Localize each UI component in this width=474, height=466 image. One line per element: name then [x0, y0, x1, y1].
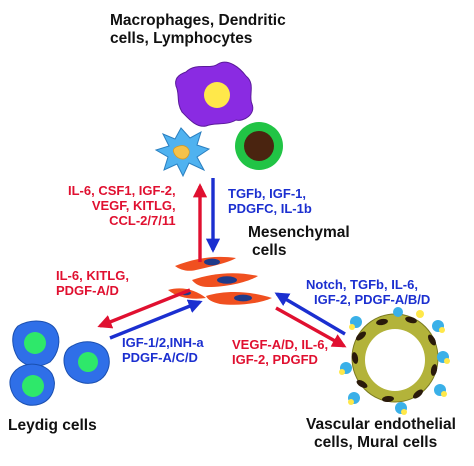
leydig-cells: [9, 320, 110, 406]
factors-from-immune-line1: TGFb, IGF-1,: [228, 186, 306, 201]
mesenchymal-cells-label: Mesenchymal cells: [248, 224, 350, 260]
vascular-cells-label: Vascular endothelial cells, Mural cells: [306, 416, 456, 452]
factors-to-vascular-line1: VEGF-A/D, IL-6,: [232, 337, 329, 352]
lymphocyte-cell: [235, 122, 283, 170]
factors-to-immune-line3: CCL-2/7/11: [109, 213, 176, 229]
arrow-from-leydig: [109, 299, 203, 340]
vascular-cells-label-line1: Vascular endothelial: [306, 416, 456, 433]
mesenchymal-cells-label-line1: Mesenchymal: [248, 224, 350, 241]
factors-from-vascular-line2: IGF-2, PDGF-A/B/D: [314, 292, 431, 308]
factors-to-vascular-line2: IGF-2, PDGFD: [232, 352, 318, 368]
factors-to-vascular: VEGF-A/D, IL-6, IGF-2, PDGFD: [232, 337, 328, 367]
factors-to-immune-line1: IL-6, CSF1, IGF-2,: [68, 183, 176, 198]
arrow-to-vascular: [275, 306, 347, 348]
factors-to-immune-line2: VEGF, KITLG,: [91, 198, 176, 214]
factors-to-leydig-line1: IL-6, KITLG,: [56, 268, 129, 283]
factors-from-immune: TGFb, IGF-1, PDGFC, IL-1b: [228, 186, 312, 216]
factors-from-leydig-line1: IGF-1/2,INH-a: [122, 335, 204, 350]
immune-cells-label-line2: cells, Lymphocytes: [110, 30, 253, 48]
leydig-cells-label: Leydig cells: [8, 417, 97, 434]
immune-cells-label: Macrophages, Dendritic cells, Lymphocyte…: [110, 12, 286, 48]
arrow-to-leydig: [97, 288, 191, 329]
factors-to-leydig: IL-6, KITLG, PDGF-A/D: [56, 268, 129, 298]
dendritic-cell: [154, 127, 211, 178]
factors-from-leydig: IGF-1/2,INH-a PDGF-A/C/D: [122, 335, 204, 365]
lymphocyte-nucleus: [244, 131, 274, 161]
factors-to-leydig-line2: PDGF-A/D: [56, 283, 119, 299]
factors-from-vascular: Notch, TGFb, IL-6, IGF-2, PDGF-A/B/D: [306, 277, 430, 307]
vascular-cells-label-line2: cells, Mural cells: [314, 434, 438, 452]
macrophage-cell: [175, 61, 254, 127]
mesenchymal-cells: [168, 256, 272, 305]
factors-from-vascular-line1: Notch, TGFb, IL-6,: [306, 277, 418, 292]
immune-cells-label-line1: Macrophages, Dendritic: [110, 12, 286, 29]
dendritic-nucleus: [172, 145, 190, 160]
factors-from-immune-line2: PDGFC, IL-1b: [228, 201, 312, 217]
factors-from-leydig-line2: PDGF-A/C/D: [122, 350, 198, 366]
macrophage-nucleus: [204, 82, 230, 108]
mesenchymal-cells-label-line2: cells: [252, 242, 287, 260]
arrow-from-vascular: [274, 292, 346, 336]
vessel: [339, 307, 450, 415]
factors-to-immune: IL-6, CSF1, IGF-2, VEGF, KITLG, CCL-2/7/…: [68, 183, 176, 229]
